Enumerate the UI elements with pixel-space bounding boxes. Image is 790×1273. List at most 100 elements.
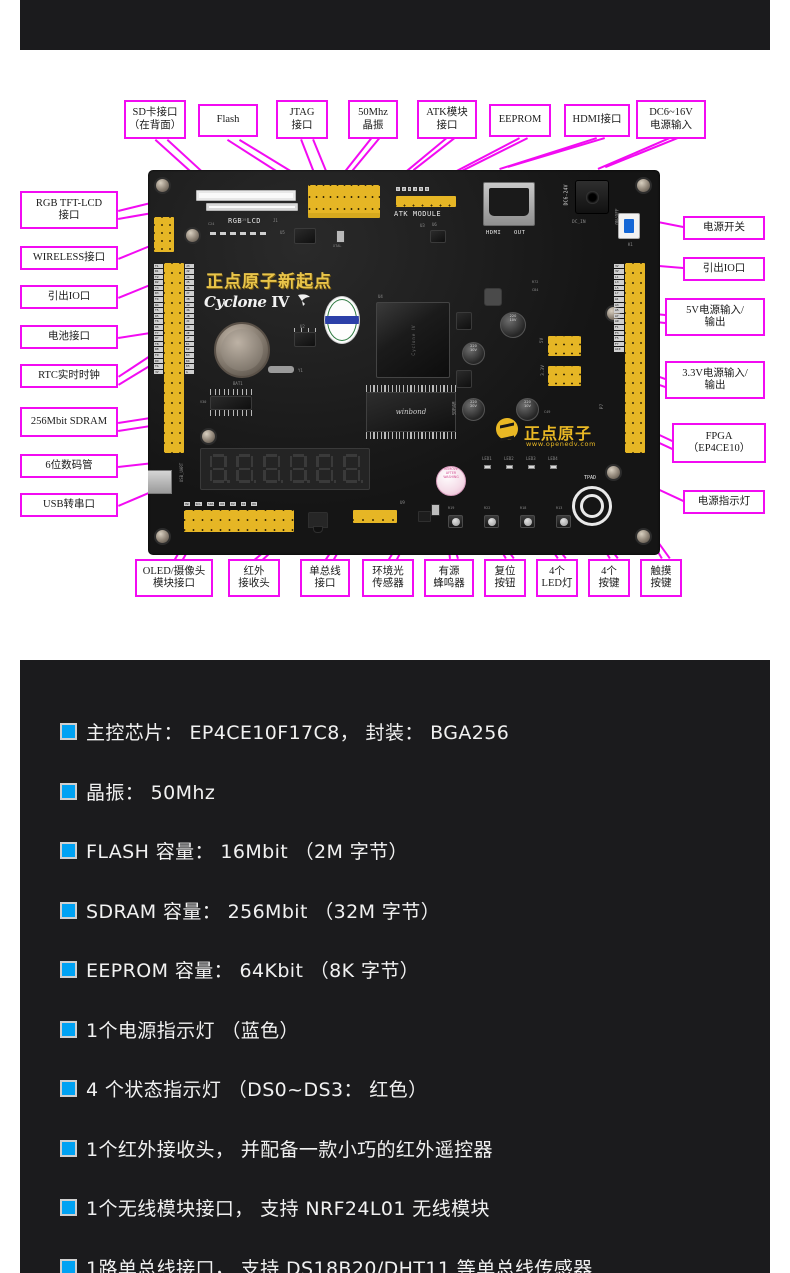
passive-component: [220, 232, 226, 235]
silk-refdes-c84: C84: [532, 288, 539, 292]
seven-segment-digit: [289, 454, 310, 484]
silk-atk-module: ATK MODULE: [394, 210, 442, 218]
silk-on-off: ON/OFF: [615, 208, 621, 225]
atk-module-header: [396, 196, 456, 207]
spec-text: 主控芯片： EP4CE10F17C8， 封装： BGA256: [86, 722, 510, 745]
mounting-screw: [635, 528, 652, 545]
ambient-light-sensor: [418, 511, 431, 522]
callout-usb-to-serial: USB转串口: [20, 493, 118, 517]
spec-text: 4 个状态指示灯 （DS0~DS3： 红色）: [86, 1079, 428, 1102]
bullet-square-icon: [60, 1080, 77, 1098]
passive-component: [230, 232, 236, 235]
silk-dc-in: DC_IN: [572, 220, 586, 225]
silk-xtal: XTAL: [333, 244, 342, 248]
silk-sdram-side: SDRAM: [452, 401, 458, 416]
level-shifter-pins: [210, 389, 252, 395]
coin-cell-battery-holder: [214, 322, 270, 378]
atk-brand-name: 正点原子: [524, 424, 593, 443]
callout-hdmi-interface: HDMI接口: [564, 104, 630, 137]
bullet-square-icon: [60, 1258, 77, 1273]
seven-segment-digit: [209, 454, 230, 484]
spec-text: 1个红外接收头， 并配备一款小巧的红外遥控器: [86, 1138, 493, 1161]
user-key-button[interactable]: [484, 515, 499, 528]
silk-refdes-r13: R13: [556, 506, 563, 510]
seven-segment-digit: [316, 454, 337, 484]
bullet-square-icon: [60, 901, 77, 919]
sdram-pins-top: [366, 385, 456, 392]
silk-refdes-u2: U2: [300, 324, 305, 329]
status-led: [528, 465, 535, 469]
bullet-square-icon: [60, 842, 77, 860]
silk-refdes-r18: R18: [520, 506, 527, 510]
silk-5v-rail: 5V: [540, 337, 546, 344]
seven-segment-digit: [343, 454, 364, 484]
callout-eeprom: EEPROM: [489, 104, 551, 137]
spec-item: 1个红外接收头， 并配备一款小巧的红外遥控器: [20, 1119, 770, 1179]
power-switch[interactable]: [618, 213, 640, 239]
board-title-silkscreen: 正点原子新起点: [206, 272, 332, 292]
mounting-screw: [605, 464, 622, 481]
leader-line: [413, 137, 455, 171]
silk-led4: LED4: [548, 456, 558, 461]
rtc-chip-pins: [294, 328, 316, 332]
passive-component: [250, 232, 256, 235]
callout-four-keys: 4个按键: [588, 559, 630, 597]
touch-pad-key[interactable]: [572, 486, 612, 526]
spec-text: 1个电源指示灯 （蓝色）: [86, 1019, 299, 1042]
callout-battery-interface: 电池接口: [20, 325, 118, 349]
leader-line: [507, 137, 605, 168]
callout-ambient-light-sensor: 环境光传感器: [362, 559, 414, 597]
one-wire-header: [353, 510, 397, 523]
io-header-left: [164, 263, 184, 453]
silk-refdes-j1: J1: [273, 218, 278, 223]
silk-led3: LED3: [526, 456, 536, 461]
spec-item: SDRAM 容量： 256Mbit （32M 字节）: [20, 881, 770, 941]
silk-refdes-u6: U6: [432, 222, 437, 227]
user-key-button[interactable]: [520, 515, 535, 528]
silk-hdmi: HDMI: [486, 230, 502, 236]
bullet-square-icon: [60, 1139, 77, 1157]
silk-refdes-p7: P7: [600, 403, 606, 410]
rtc-crystal: [268, 366, 294, 373]
leader-line: [605, 137, 678, 168]
callout-io-breakout-left: 引出IO口: [20, 285, 118, 309]
passive-component: [240, 232, 246, 235]
user-key-button[interactable]: [556, 515, 571, 528]
silk-refdes-v30: V30: [200, 400, 207, 404]
altera-logo-icon: [296, 292, 312, 308]
silk-led1: LED1: [482, 456, 492, 461]
wireless-header: [154, 217, 174, 252]
mounting-screw: [184, 227, 201, 244]
silk-refdes-r19: R19: [448, 506, 455, 510]
sdram-pins-bottom: [366, 432, 456, 439]
silk-rgb-lcd: RGB LCD: [228, 217, 262, 225]
top-black-banner: [20, 0, 770, 50]
bullet-square-icon: [60, 723, 77, 741]
spec-text: 1个无线模块接口， 支持 NRF24L01 无线模块: [86, 1198, 490, 1221]
silk-dc-range: DC6-24V: [563, 184, 570, 206]
callout-wireless-interface: WIRELESS接口: [20, 246, 118, 270]
silk-refdes-bat1: BAT1: [233, 381, 243, 386]
bullet-square-icon: [60, 961, 77, 979]
reset-button[interactable]: [448, 515, 463, 528]
silk-refdes-u9: U9: [400, 500, 405, 505]
silk-refdes-k1: K1: [628, 242, 633, 247]
atk-brand-url: www.openedv.com: [526, 440, 597, 448]
silk-refdes-y1: Y1: [298, 368, 303, 373]
spec-item: 主控芯片： EP4CE10F17C8， 封装： BGA256: [20, 702, 770, 762]
silk-refdes-c29: C29: [240, 218, 247, 222]
status-led: [550, 465, 557, 469]
cyclone-silkscreen: Cyclone IV: [204, 293, 289, 311]
passive-component: [260, 232, 266, 235]
callout-fpga: FPGA（EP4CE10）: [672, 423, 766, 463]
silk-refdes-u4: U4: [378, 294, 383, 299]
spec-text: EEPROM 容量： 64Kbit （8K 字节）: [86, 960, 420, 983]
usb-micro-connector: [148, 470, 172, 494]
callout-six-digit-seven-segment: 6位数码管: [20, 454, 118, 478]
